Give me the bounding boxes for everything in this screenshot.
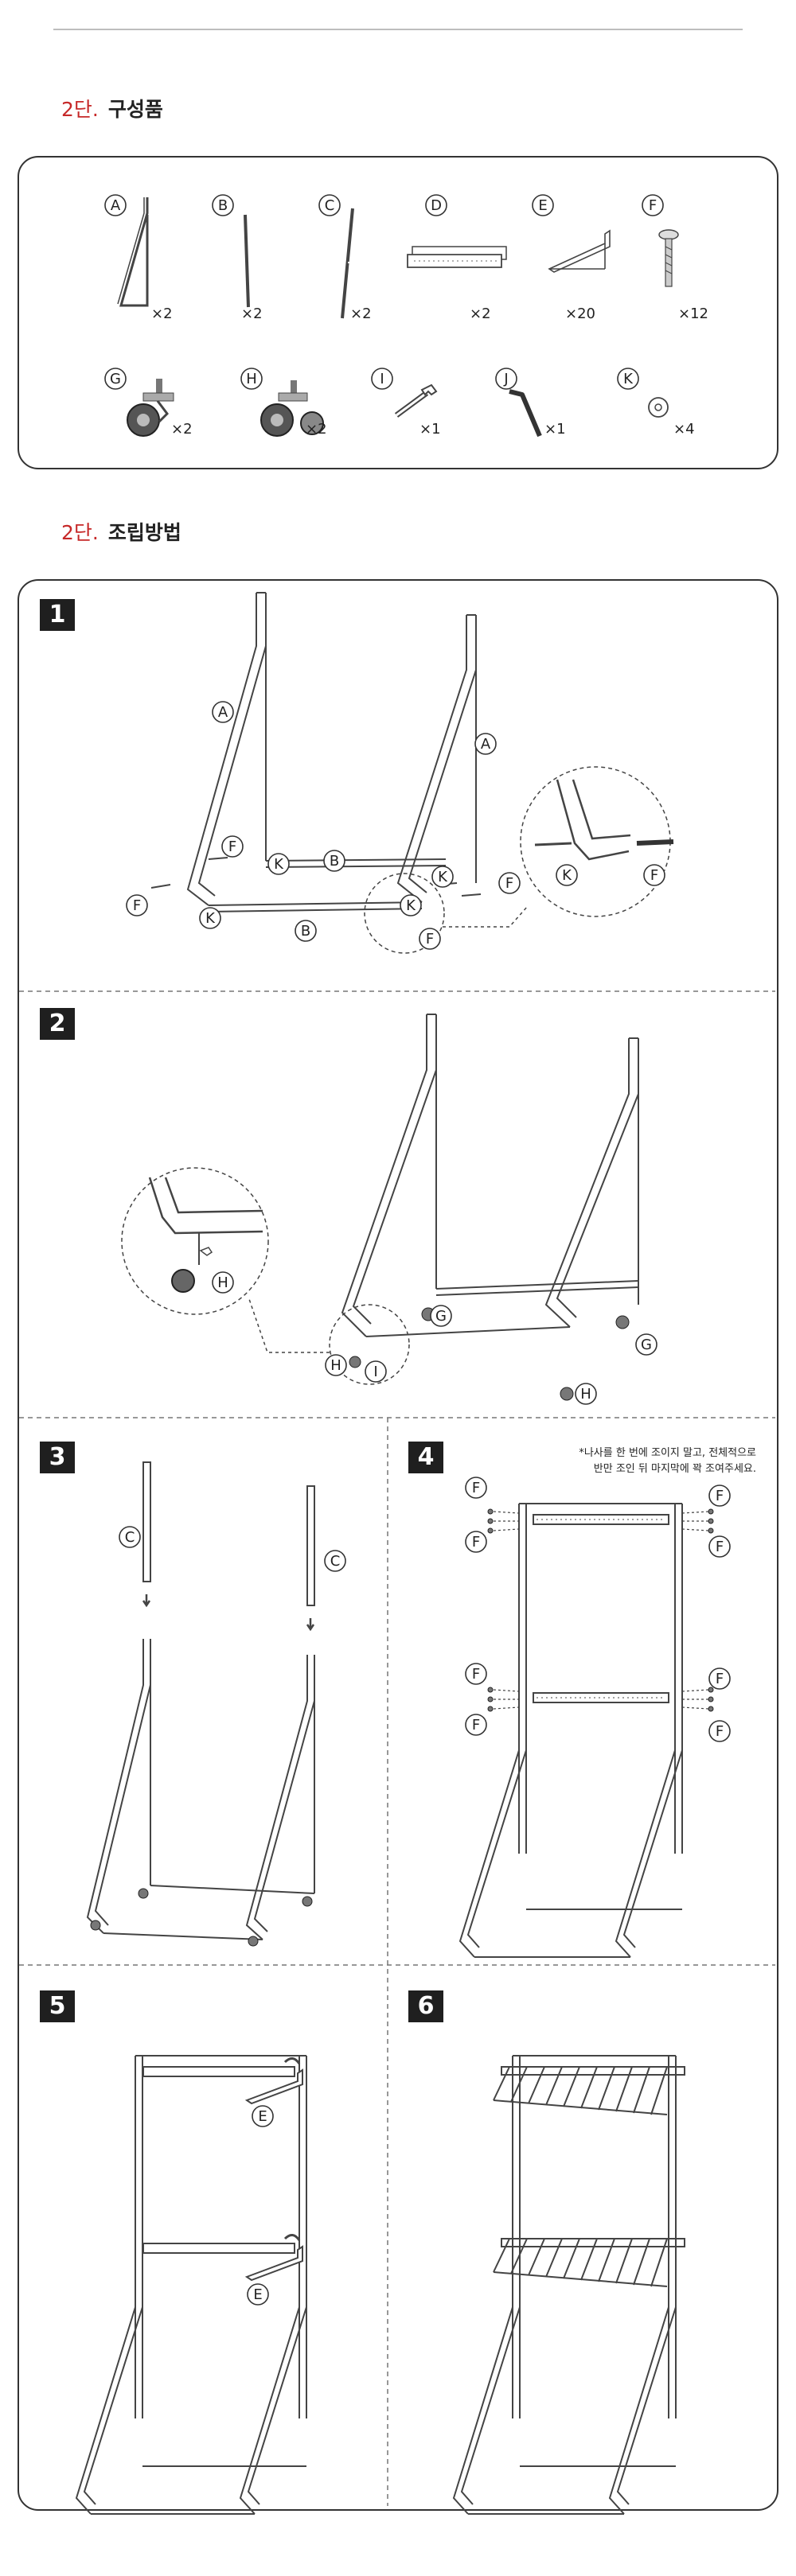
step-1-drawing <box>150 592 674 954</box>
part-d-letter: D <box>431 197 442 214</box>
step3-label-c-2: C <box>330 1553 341 1570</box>
step2-label-g-1: G <box>435 1308 447 1325</box>
part-e: E ×20 <box>532 194 611 322</box>
step1-label-f-3: F <box>505 875 513 892</box>
step1-label-f-zoom: F <box>650 867 658 884</box>
step-1-badge: 1 <box>40 599 75 631</box>
part-h-letter: H <box>246 371 257 387</box>
part-j-letter: J <box>503 371 508 387</box>
parts-heading-step: 2단. <box>61 98 99 121</box>
part-i-letter: I <box>380 371 384 387</box>
step-3-labels: C C <box>119 1526 346 1572</box>
part-j-qty: ×1 <box>544 421 566 438</box>
step-4-note-line2: 반만 조인 뒤 마지막에 꽉 조여주세요. <box>593 1463 756 1475</box>
step-2-drawing <box>121 1014 639 1385</box>
step-5-labels: E E <box>247 2105 274 2306</box>
part-g-qty: ×2 <box>171 421 193 438</box>
step1-label-a-right: A <box>481 736 491 753</box>
step4-label-f-4: F <box>716 1539 724 1555</box>
step2-label-g-2: G <box>641 1337 652 1353</box>
step-2-labels: H G G H H I <box>212 1271 657 1405</box>
part-g: G ×2 <box>104 368 193 438</box>
assembly-heading-title: 조립방법 <box>107 521 181 544</box>
step-4-note-line1: *나사를 한 번에 조이지 말고, 전체적으로 <box>579 1447 756 1459</box>
step1-label-f-2: F <box>133 897 141 914</box>
assembly-heading-step: 2단. <box>61 521 99 544</box>
step2-label-h-1: H <box>330 1357 341 1374</box>
top-divider <box>53 29 743 30</box>
step-2-badge: 2 <box>40 1008 75 1040</box>
step-5-drawing <box>75 2055 307 2515</box>
part-e-qty: ×20 <box>565 305 595 322</box>
step4-label-f-2: F <box>472 1534 480 1551</box>
part-b-letter: B <box>218 197 228 214</box>
step-2-wheels <box>171 1247 630 1401</box>
parts-heading-title: 구성품 <box>107 98 163 121</box>
step-3-wheels <box>90 1888 313 1947</box>
part-d: D ×2 <box>407 194 507 322</box>
part-f-qty: ×12 <box>678 305 708 322</box>
part-i-qty: ×1 <box>419 421 441 438</box>
part-c-letter: C <box>325 197 335 214</box>
part-e-letter: E <box>538 197 547 214</box>
part-b-qty: ×2 <box>241 305 263 322</box>
step4-label-f-1: F <box>472 1480 480 1496</box>
step5-label-e-2: E <box>253 2286 262 2303</box>
step4-label-f-3: F <box>716 1488 724 1504</box>
step-4-screws <box>487 1508 714 1712</box>
part-a: A ×2 <box>104 194 173 322</box>
part-d-qty: ×2 <box>470 305 491 322</box>
step2-label-h-2: H <box>580 1386 591 1403</box>
step1-label-k-1: K <box>274 856 284 873</box>
step5-label-e-1: E <box>258 2108 267 2125</box>
part-j: J ×1 <box>495 368 566 438</box>
part-b: B ×2 <box>212 194 263 322</box>
step1-label-b-top: B <box>330 853 339 870</box>
part-c: C ×2 <box>318 194 372 322</box>
step2-label-i: I <box>373 1364 377 1380</box>
parts-heading: 2단. 구성품 <box>61 94 163 123</box>
step4-label-f-8: F <box>716 1723 724 1740</box>
step-5-badge: 5 <box>40 1990 75 2022</box>
step1-label-f-4: F <box>426 931 434 948</box>
part-k: K ×4 <box>617 368 695 438</box>
part-i: I ×1 <box>371 368 441 438</box>
step3-label-c-1: C <box>125 1529 135 1546</box>
step-4-badge: 4 <box>408 1442 443 1473</box>
part-f-letter: F <box>649 197 657 214</box>
step-4-drawing <box>458 1503 709 1958</box>
step4-label-f-7: F <box>716 1671 724 1687</box>
part-g-letter: G <box>110 371 121 387</box>
part-k-letter: K <box>623 371 634 387</box>
part-f: F ×12 <box>642 194 708 322</box>
step1-label-k-2: K <box>205 910 216 927</box>
part-h: H ×2 <box>240 368 327 438</box>
step1-label-k-4: K <box>406 897 416 914</box>
step-1-labels: A A B B F F F F F K K K K K <box>126 701 665 950</box>
step-4-labels: F F F F F F F F <box>465 1477 731 1742</box>
part-c-qty: ×2 <box>350 305 372 322</box>
part-h-qty: ×2 <box>306 421 327 438</box>
step-6-drawing <box>452 2055 685 2515</box>
step1-label-k-3: K <box>438 869 448 885</box>
part-a-qty: ×2 <box>151 305 173 322</box>
part-k-qty: ×4 <box>673 421 695 438</box>
step1-label-a-left: A <box>218 704 228 721</box>
step-3-badge: 3 <box>40 1442 75 1473</box>
step1-label-k-zoom: K <box>562 867 572 884</box>
assembly-heading: 2단. 조립방법 <box>61 517 181 546</box>
step1-label-b-bottom: B <box>301 923 310 940</box>
step1-label-f-1: F <box>228 839 236 855</box>
step-4-note: *나사를 한 번에 조이지 말고, 전체적으로 반만 조인 뒤 마지막에 꽉 조… <box>494 1446 756 1477</box>
part-a-letter: A <box>111 197 121 214</box>
step2-label-h-zoom: H <box>217 1274 228 1291</box>
step4-label-f-5: F <box>472 1666 480 1683</box>
step4-label-f-6: F <box>472 1717 480 1734</box>
step-6-badge: 6 <box>408 1990 443 2022</box>
